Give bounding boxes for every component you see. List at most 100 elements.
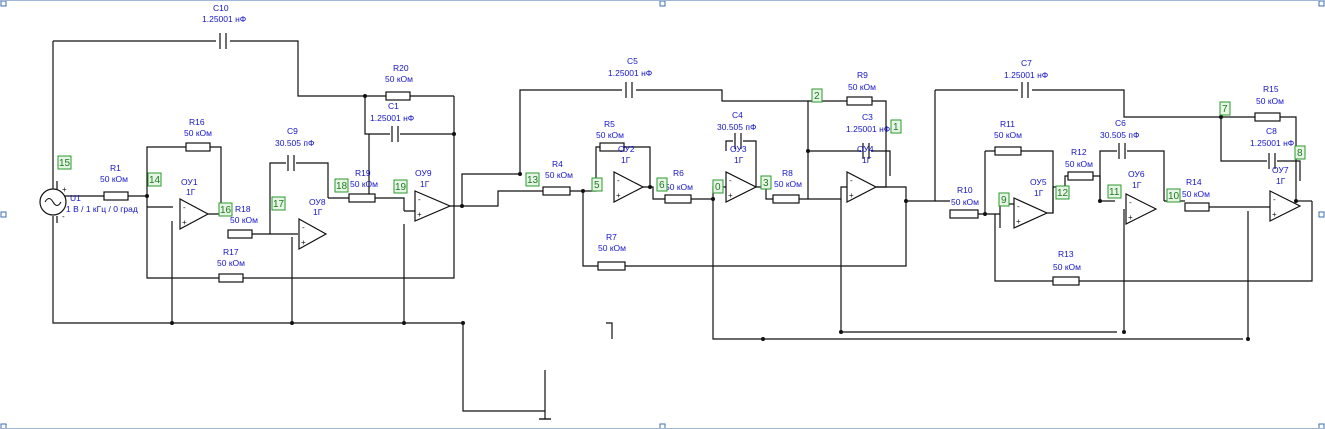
selection-handle[interactable] bbox=[0, 423, 7, 429]
component-label: 50 кОм bbox=[598, 243, 626, 253]
component-label: 50 кОм bbox=[774, 179, 802, 189]
component-label: + bbox=[1128, 213, 1133, 222]
capacitor-c7[interactable]: C71.25001 нФ bbox=[1004, 58, 1048, 98]
node-label-0: 0 bbox=[712, 179, 724, 194]
plus-sign: + bbox=[62, 185, 67, 194]
component-label: C6 bbox=[1115, 118, 1126, 128]
component-label: - bbox=[850, 176, 853, 185]
component-label: 1Г bbox=[734, 155, 744, 165]
component-label: C4 bbox=[732, 110, 743, 120]
component-label: 1.25001 нФ bbox=[846, 124, 890, 134]
component-label: ОУ1 bbox=[181, 177, 198, 187]
component-label: R4 bbox=[552, 159, 563, 169]
wires bbox=[52, 40, 1313, 420]
component-label: 18 bbox=[336, 181, 348, 192]
selection-handle[interactable] bbox=[659, 1, 666, 7]
component-label: R20 bbox=[393, 63, 409, 73]
component-label: R7 bbox=[606, 232, 617, 242]
node-label-15: 15 bbox=[57, 155, 72, 170]
component-label: 1.25001 нФ bbox=[202, 14, 246, 24]
voltage-source-u1[interactable]: + - U1 1 В / 1 кГц / 0 град bbox=[39, 185, 138, 221]
component-label: R8 bbox=[782, 168, 793, 178]
component-label: R19 bbox=[355, 168, 371, 178]
component-label: 50 кОм bbox=[230, 215, 258, 225]
resistor-r13[interactable]: R13 50 кОм bbox=[1052, 249, 1081, 286]
component-label: - bbox=[302, 223, 305, 232]
node-label-6: 6 bbox=[656, 177, 668, 192]
component-label: ОУ3 bbox=[730, 144, 747, 154]
capacitor-c5[interactable]: C5 1.25001 нФ bbox=[608, 56, 652, 98]
component-label: 30.505 пФ bbox=[1100, 130, 1139, 140]
resistor-r6[interactable]: R6 50 кОм bbox=[664, 168, 693, 204]
component-label: 1Г bbox=[1034, 188, 1044, 198]
component-label: 1.25001 нФ bbox=[1004, 70, 1048, 80]
capacitor-c3[interactable]: C3 1.25001 нФ bbox=[846, 112, 890, 159]
component-label: 1.25001 нФ bbox=[608, 68, 652, 78]
component-label: R15 bbox=[1263, 84, 1279, 94]
source-value: 1 В / 1 кГц / 0 град bbox=[66, 204, 138, 214]
selection-handle[interactable] bbox=[0, 1, 7, 7]
junctions bbox=[145, 94, 1298, 341]
node-label-7: 7 bbox=[1219, 101, 1231, 116]
component-label: R13 bbox=[1058, 249, 1074, 259]
component-label: 19 bbox=[395, 182, 407, 193]
component-label: - bbox=[183, 203, 186, 212]
component-label: + bbox=[417, 210, 422, 219]
capacitor-c8[interactable]: C81.25001 нФ bbox=[1250, 126, 1294, 169]
component-label: 14 bbox=[149, 175, 161, 186]
component-label: - bbox=[418, 195, 421, 204]
selection-handle[interactable] bbox=[1318, 423, 1325, 429]
capacitor-c6[interactable]: C6 30.505 пФ bbox=[1100, 118, 1139, 159]
node-label-14: 14 bbox=[147, 172, 162, 187]
component-label: R6 bbox=[673, 168, 684, 178]
component-label: 13 bbox=[527, 175, 539, 186]
component-label: 1.25001 нФ bbox=[370, 113, 414, 123]
selection-handle[interactable] bbox=[0, 211, 7, 218]
component-label: 10 bbox=[1168, 191, 1180, 202]
selection-handle[interactable] bbox=[1318, 211, 1325, 218]
component-label: R18 bbox=[235, 204, 251, 214]
component-label: 50 кОм bbox=[665, 182, 693, 192]
selection-handle[interactable] bbox=[659, 423, 666, 429]
component-label: ОУ5 bbox=[1030, 177, 1047, 187]
component-label: 50 кОм bbox=[1053, 262, 1081, 272]
component-label: 1Г bbox=[1132, 180, 1142, 190]
component-label: C5 bbox=[627, 56, 638, 66]
node-label-8: 8 bbox=[1294, 145, 1306, 160]
selection-handle[interactable] bbox=[1318, 1, 1325, 7]
component-label: + bbox=[728, 191, 733, 200]
component-label: 1Г bbox=[420, 179, 430, 189]
capacitor-c1[interactable]: C11.25001 нФ bbox=[370, 101, 414, 142]
component-label: C3 bbox=[862, 112, 873, 122]
component-label: + bbox=[301, 238, 306, 247]
